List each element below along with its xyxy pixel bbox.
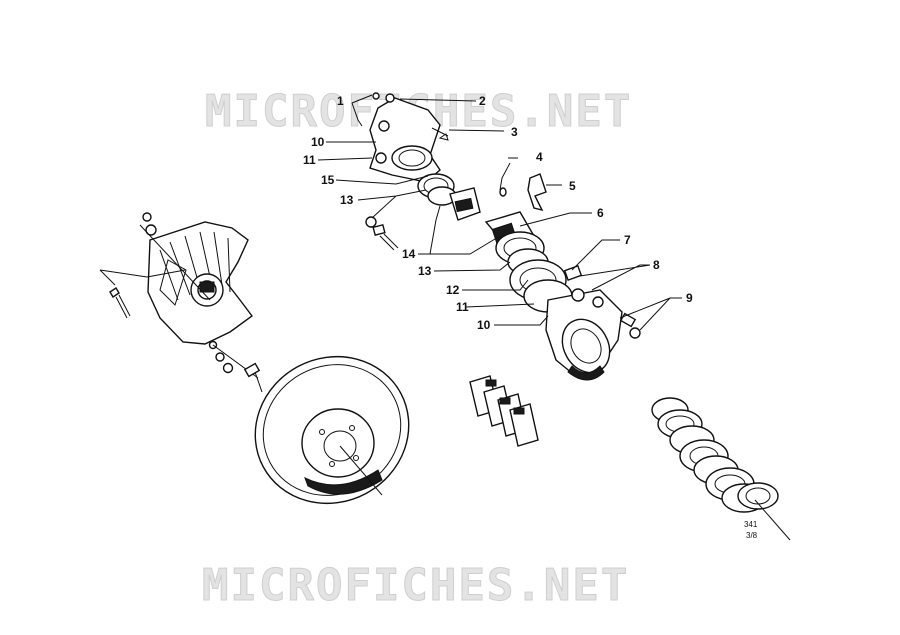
bleed-screw-part [438,133,449,141]
callout-5: 5 [569,179,576,193]
piston-seal-upper [417,173,457,206]
callout-14: 14 [402,247,416,261]
caliper-bolt [365,216,399,251]
disc-axis-line [339,445,383,496]
callout-3: 3 [511,125,518,139]
callout-10-lower: 10 [477,318,491,332]
retaining-spring [527,173,547,212]
brake-disc [254,355,410,505]
callout-9: 9 [686,291,693,305]
callout-11-upper: 11 [303,153,316,167]
ring-kit-leader [754,499,791,541]
caliper-upper [369,92,441,183]
callout-10-upper: 10 [311,135,325,149]
figure-code-sheet: 3/8 [746,531,758,540]
shield-axis-line [139,224,211,301]
callout-7: 7 [624,233,631,247]
disc-bolt [254,371,263,393]
brake-pad-set [469,375,539,447]
callout-4: 4 [536,150,543,164]
disc-bolt-head [243,362,261,378]
callout-12: 12 [446,283,460,297]
callout-2: 2 [479,94,486,108]
callout-15: 15 [321,173,335,187]
figure-code-number: 341 [744,520,758,529]
brake-shield [147,221,253,345]
shield-bolts [109,212,234,374]
callout-6: 6 [597,206,604,220]
callout-8: 8 [653,258,660,272]
callout-leaders [317,94,682,331]
shield-leader [99,269,186,286]
brake-pad-upper [449,187,481,221]
seal-ring-kit [651,397,779,513]
callout-11-lower: 11 [456,300,469,314]
watermark-bottom: MICROFICHES.NET [202,560,629,611]
callout-13-lower: 13 [418,264,432,278]
callout-13-upper: 13 [340,193,354,207]
seal-ring-small [499,187,507,197]
caliper-lower [484,211,641,381]
callout-1: 1 [337,94,344,108]
